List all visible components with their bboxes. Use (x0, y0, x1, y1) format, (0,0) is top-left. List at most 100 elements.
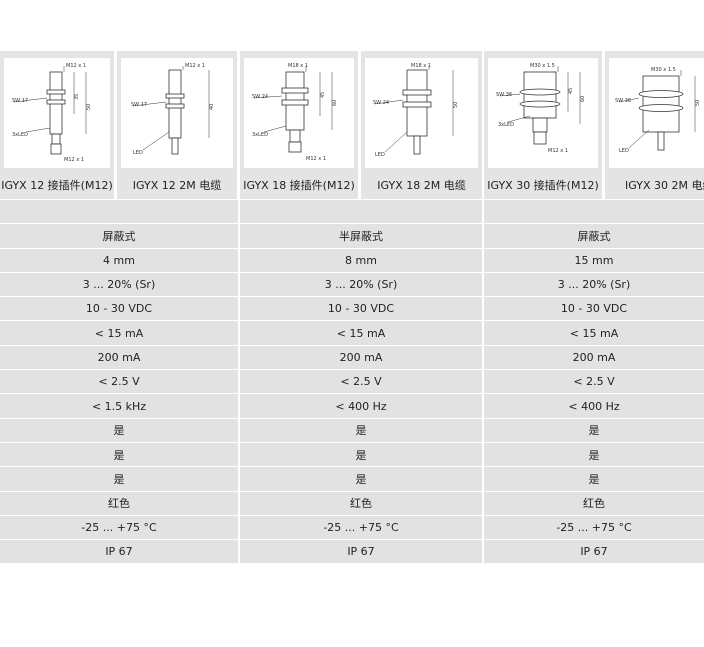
drawing-top-label: M18 x 1 (411, 63, 431, 69)
spec-cell: 是 (484, 467, 704, 492)
drawing-sw-label: SW 24 (252, 94, 268, 100)
product-cell-igyx18-cable: M18 x 1 SW 24 50 LED IGYX 18 2M 电缆 (361, 51, 482, 199)
sensor-drawing-igyx30-cable: M30 x 1.5 SW 36 50 LED (615, 67, 701, 154)
drawing-sw-label: SW 17 (12, 98, 28, 104)
spec-cell: 是 (240, 467, 482, 492)
spec-row: 是是是 (0, 418, 704, 443)
drawing-sw-label: SW 24 (373, 100, 389, 106)
spec-cell (240, 200, 482, 225)
dimension-drawing: M12 x 1 SW 17 35 50 3xLED M12 x 1 (4, 58, 110, 168)
spec-cell: < 1.5 kHz (0, 394, 238, 419)
spec-cell: 8 mm (240, 248, 482, 273)
spec-cell: 200 mA (484, 345, 704, 371)
drawing-dim1-label: 35 (74, 94, 80, 100)
spec-cell: IP 67 (484, 540, 704, 565)
drawing-dim2-label: 50 (86, 104, 92, 110)
spec-cell: 3 ... 20% (Sr) (484, 272, 704, 298)
product-cell-igyx30-connector: M30 x 1.5 SW 36 45 60 3xLED M12 x 1 IGYX… (484, 51, 602, 199)
drawing-top-label: M30 x 1.5 (651, 67, 676, 73)
drawing-dim1-label: 45 (568, 88, 574, 94)
dimension-drawing: M30 x 1.5 SW 36 50 LED (609, 58, 704, 168)
spec-cell (0, 200, 238, 225)
sensor-drawing-igyx30-connector: M30 x 1.5 SW 36 45 60 3xLED M12 x 1 (496, 63, 586, 154)
spec-cell: 半屏蔽式 (240, 224, 482, 249)
spec-cell: -25 ... +75 °C (240, 515, 482, 541)
spec-cell: < 400 Hz (484, 394, 704, 419)
sensor-drawing-igyx12-connector: M12 x 1 SW 17 35 50 3xLED M12 x 1 (12, 63, 92, 163)
drawing-sw-label: SW 36 (496, 92, 512, 98)
spec-row: < 1.5 kHz< 400 Hz< 400 Hz (0, 394, 704, 419)
drawing-led-label: LED (133, 150, 143, 156)
product-cell-igyx12-connector: M12 x 1 SW 17 35 50 3xLED M12 x 1 IGYX 1… (0, 51, 114, 199)
product-caption: IGYX 12 2M 电缆 (132, 179, 222, 192)
dimension-drawing: M18 x 1 SW 24 50 LED (365, 58, 478, 168)
spec-cell: 红色 (240, 491, 482, 516)
spec-cell: < 400 Hz (240, 394, 482, 419)
drawing-dim2-label: 60 (580, 96, 586, 102)
spec-cell: -25 ... +75 °C (0, 515, 238, 541)
drawing-top-label: M18 x 1 (288, 63, 308, 69)
spec-cell: 是 (0, 467, 238, 492)
spec-cell (484, 200, 704, 225)
spec-row: < 2.5 V< 2.5 V< 2.5 V (0, 370, 704, 395)
spec-cell: 3 ... 20% (Sr) (240, 272, 482, 298)
spec-cell: < 2.5 V (0, 370, 238, 395)
drawing-led-label: LED (375, 152, 385, 158)
spec-cell: 是 (240, 418, 482, 443)
spec-row (0, 200, 704, 225)
drawing-bottom-label: M12 x 1 (64, 157, 84, 163)
spec-cell: 15 mm (484, 248, 704, 273)
drawing-bottom-label: M12 x 1 (548, 148, 568, 154)
spec-cell: 红色 (484, 491, 704, 516)
spec-cell: 屏蔽式 (0, 224, 238, 249)
product-drawings-row: M12 x 1 SW 17 35 50 3xLED M12 x 1 IGYX 1… (0, 51, 704, 199)
product-cell-igyx12-cable: M12 x 1 SW 17 40 LED IGYX 12 2M 电缆 (117, 51, 237, 199)
spec-row: < 15 mA< 15 mA< 15 mA (0, 321, 704, 346)
drawing-led-label: 3xLED (252, 132, 268, 138)
product-cell-igyx18-connector: M18 x 1 SW 24 45 60 3xLED M12 x 1 IGYX 1… (240, 51, 358, 199)
spec-cell: 10 - 30 VDC (240, 297, 482, 322)
drawing-top-label: M30 x 1.5 (530, 63, 555, 69)
drawing-dim2-label: 60 (332, 100, 338, 106)
spec-cell: < 15 mA (0, 321, 238, 346)
drawing-dim1-label: 45 (320, 92, 326, 98)
drawing-sw-label: SW 17 (131, 102, 147, 108)
drawing-top-label: M12 x 1 (185, 63, 205, 69)
drawing-led-label: LED (619, 148, 629, 154)
sensor-drawing-igyx18-cable: M18 x 1 SW 24 50 LED (373, 63, 459, 158)
spec-row: -25 ... +75 °C-25 ... +75 °C-25 ... +75 … (0, 515, 704, 541)
product-caption: IGYX 30 接插件(M12) (487, 179, 599, 192)
spec-cell: 红色 (0, 491, 238, 516)
spec-cell: 是 (484, 442, 704, 468)
drawing-led-label: 3xLED (12, 132, 28, 138)
spec-row: 屏蔽式半屏蔽式屏蔽式 (0, 224, 704, 249)
spec-cell: 200 mA (240, 345, 482, 371)
dimension-drawing: M12 x 1 SW 17 40 LED (121, 58, 233, 168)
drawing-dim1-label: 50 (453, 102, 459, 108)
drawing-led-label: 3xLED (498, 122, 514, 128)
spec-cell: < 2.5 V (484, 370, 704, 395)
spec-cell: 是 (484, 418, 704, 443)
sensor-drawing-igyx18-connector: M18 x 1 SW 24 45 60 3xLED M12 x 1 (252, 63, 338, 162)
product-caption: IGYX 18 2M 电缆 (377, 179, 466, 192)
spec-cell: 3 ... 20% (Sr) (0, 272, 238, 298)
dimension-drawing: M18 x 1 SW 24 45 60 3xLED M12 x 1 (244, 58, 354, 168)
drawing-sw-label: SW 36 (615, 98, 631, 104)
spec-row: 是是是 (0, 467, 704, 492)
spec-cell: IP 67 (0, 540, 238, 565)
spec-cell: IP 67 (240, 540, 482, 565)
product-cell-igyx30-cable: M30 x 1.5 SW 36 50 LED IGYX 30 2M 电缆 (605, 51, 704, 199)
spec-row: 3 ... 20% (Sr)3 ... 20% (Sr)3 ... 20% (S… (0, 272, 704, 298)
spec-cell: 200 mA (0, 345, 238, 371)
spec-cell: 是 (240, 442, 482, 468)
spec-cell: 10 - 30 VDC (484, 297, 704, 322)
spec-cell: 屏蔽式 (484, 224, 704, 249)
spec-cell: 10 - 30 VDC (0, 297, 238, 322)
drawing-top-label: M12 x 1 (66, 63, 86, 69)
drawing-dim1-label: 40 (209, 104, 215, 110)
spec-row: 是是是 (0, 442, 704, 468)
drawing-dim1-label: 50 (695, 100, 701, 106)
sensor-drawing-igyx12-cable: M12 x 1 SW 17 40 LED (131, 63, 215, 156)
